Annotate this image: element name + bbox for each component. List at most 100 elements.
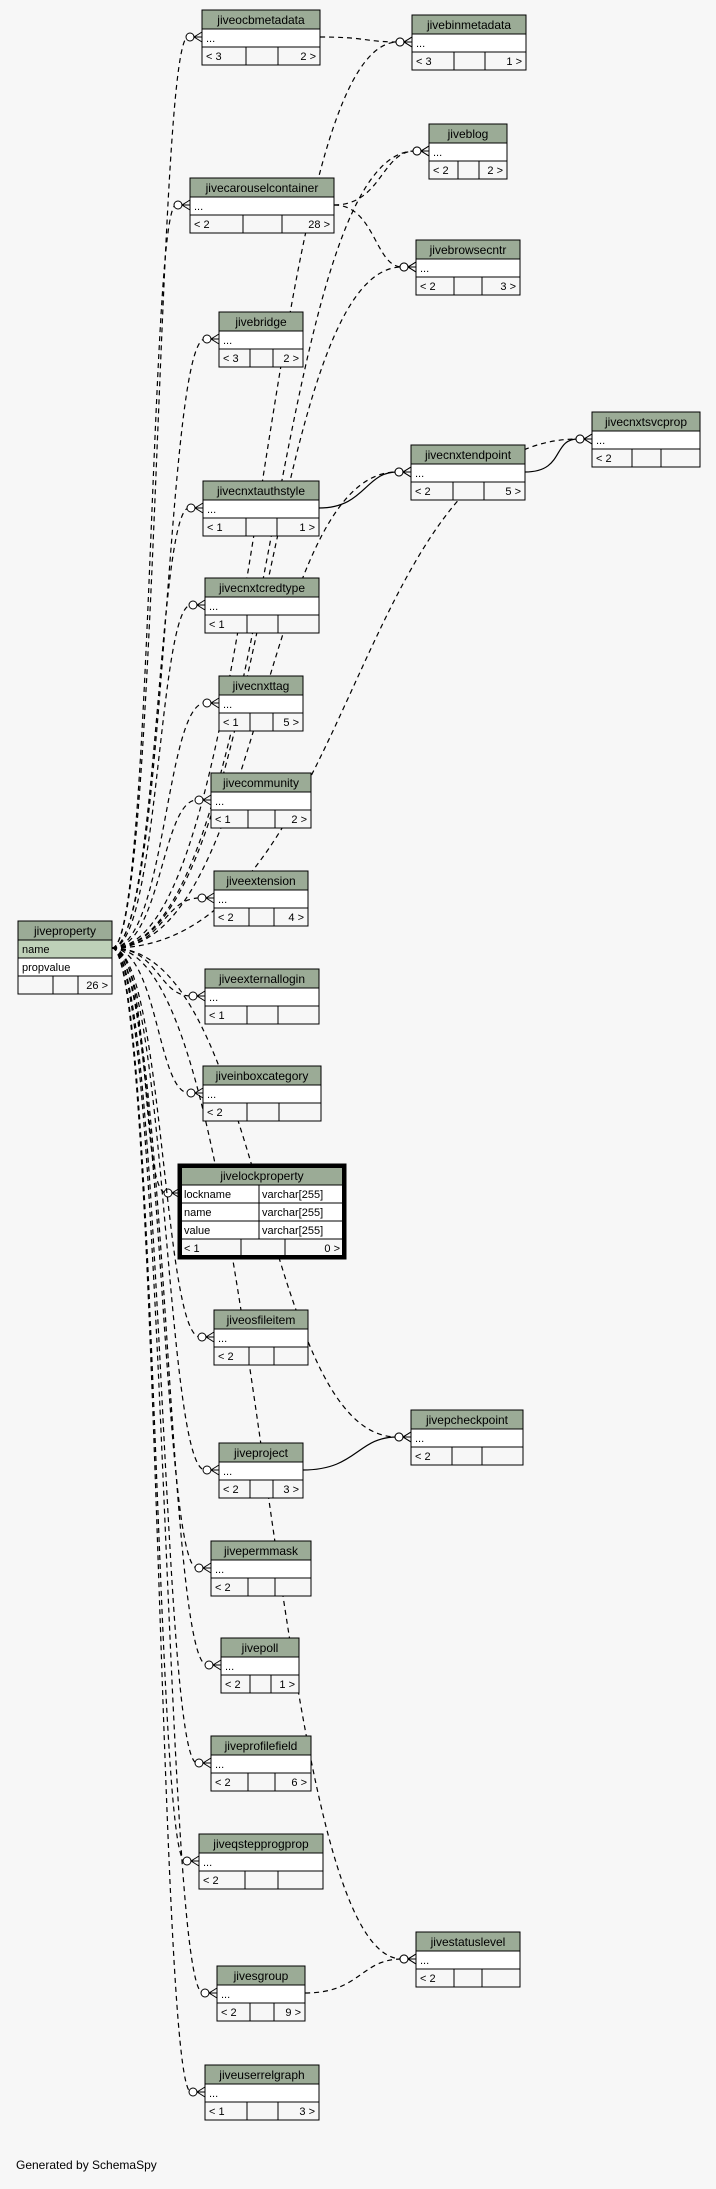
child-count: 2 > (291, 814, 307, 826)
table-jivecnxtsvcprop[interactable]: jivecnxtsvcprop...< 2 (591, 411, 701, 468)
table-name: jivecommunity (222, 776, 299, 790)
nav-cell (249, 1674, 272, 1694)
crowfoot-marker (202, 333, 220, 345)
table-name: jiveqstepprogprop (212, 1837, 309, 1851)
relationship-jivecarouselcontainer-jiveblog (333, 150, 416, 206)
column-row (415, 1950, 521, 1970)
column-type: varchar[255] (262, 1207, 323, 1219)
column-row (198, 1852, 324, 1872)
nav-cell (248, 907, 275, 927)
nav-cell (17, 975, 54, 995)
parent-count: < 2 (215, 1777, 231, 1789)
column-name: name (184, 1207, 212, 1219)
parent-count: < 2 (415, 1451, 431, 1463)
child-count: 1 > (279, 1679, 295, 1691)
table-name: jivestatuslevel (430, 1935, 506, 1949)
child-count: 2 > (283, 353, 299, 365)
nav-cell (277, 1005, 320, 1025)
child-count: 5 > (505, 486, 521, 498)
crowfoot-marker (204, 1659, 222, 1671)
relationship-jiveproperty-jiveocbmetadata (111, 36, 189, 949)
parent-count: < 2 (207, 1107, 223, 1119)
table-jiveqstepprogprop[interactable]: jiveqstepprogprop...< 2 (198, 1833, 324, 1890)
column-name: ... (203, 1857, 212, 1869)
table-jivepcheckpoint[interactable]: jivepcheckpoint...< 2 (410, 1409, 524, 1466)
nav-cell (249, 348, 274, 368)
focus-border (178, 1164, 346, 1259)
parent-count: < 2 (415, 486, 431, 498)
table-border (410, 1409, 524, 1466)
child-count: 2 > (487, 165, 503, 177)
table-border (201, 9, 321, 66)
nav-cell (244, 1870, 279, 1890)
nav-cell (249, 1479, 274, 1499)
crowfoot-marker (182, 1855, 200, 1867)
crowfoot-marker (395, 36, 413, 48)
child-count: 1 > (506, 56, 522, 68)
parent-count: < 2 (215, 1582, 231, 1594)
table-jivepermmask[interactable]: jivepermmask...< 2 (210, 1540, 312, 1597)
column-name: propvalue (22, 962, 70, 974)
table-jiveexternallogin[interactable]: jiveexternallogin...< 1 (204, 968, 320, 1025)
column-row (410, 1428, 524, 1448)
crowfoot-marker (173, 199, 191, 211)
table-border (213, 870, 309, 927)
column-name: ... (207, 1089, 216, 1101)
relationship-jiveocbmetadata-jivebinmetadata (319, 36, 399, 43)
child-count: 9 > (285, 2007, 301, 2019)
crowfoot-marker (186, 502, 204, 514)
crowfoot-marker (200, 1987, 218, 1999)
nav-cell (247, 1772, 276, 1792)
relationship-jiveproperty-jiveuserrelgraph (111, 947, 192, 2093)
relationship-jiveproperty-jivecarouselcontainer (111, 204, 177, 949)
relationship-jiveproperty-jivepoll (111, 947, 208, 1666)
column-name: ... (416, 38, 425, 50)
crowfoot-marker (394, 1431, 412, 1443)
relationship-jiveproperty-jiveprofilefield (111, 947, 198, 1764)
relationship-jiveproperty-jivebridge (111, 338, 206, 949)
table-jiveosfileitem[interactable]: jiveosfileitem...< 2 (213, 1309, 309, 1366)
table-name: jiveprofilefield (224, 1739, 298, 1753)
table-name: jivepcheckpoint (425, 1413, 509, 1427)
table-border (415, 239, 521, 296)
relationship-jiveproperty-jivesgroup (111, 947, 204, 1994)
child-count: 4 > (288, 912, 304, 924)
crowfoot-marker (188, 990, 206, 1002)
relationship-jiveproperty-jivecnxtcredtype (111, 604, 192, 949)
table-name: jiveproject (233, 1446, 289, 1460)
table-border (204, 577, 320, 634)
column-row (410, 463, 526, 483)
table-border (17, 920, 113, 995)
nav-cell (247, 1577, 276, 1597)
nav-cell (631, 448, 662, 468)
nav-cell (278, 1102, 322, 1122)
table-jivecnxtcredtype[interactable]: jivecnxtcredtype...< 1 (204, 577, 320, 634)
column-name: ... (215, 796, 224, 808)
table-border (204, 968, 320, 1025)
table-jiveinboxcategory[interactable]: jiveinboxcategory...< 2 (202, 1065, 322, 1122)
relationship-jiveproperty-jiveextension (111, 897, 201, 949)
nav-cell (249, 712, 274, 732)
nav-cell (246, 1102, 280, 1122)
table-name: jivecnxtauthstyle (216, 484, 305, 498)
table-jivestatuslevel[interactable]: jivestatuslevel...< 2 (415, 1931, 521, 1988)
column-row (210, 1754, 312, 1774)
